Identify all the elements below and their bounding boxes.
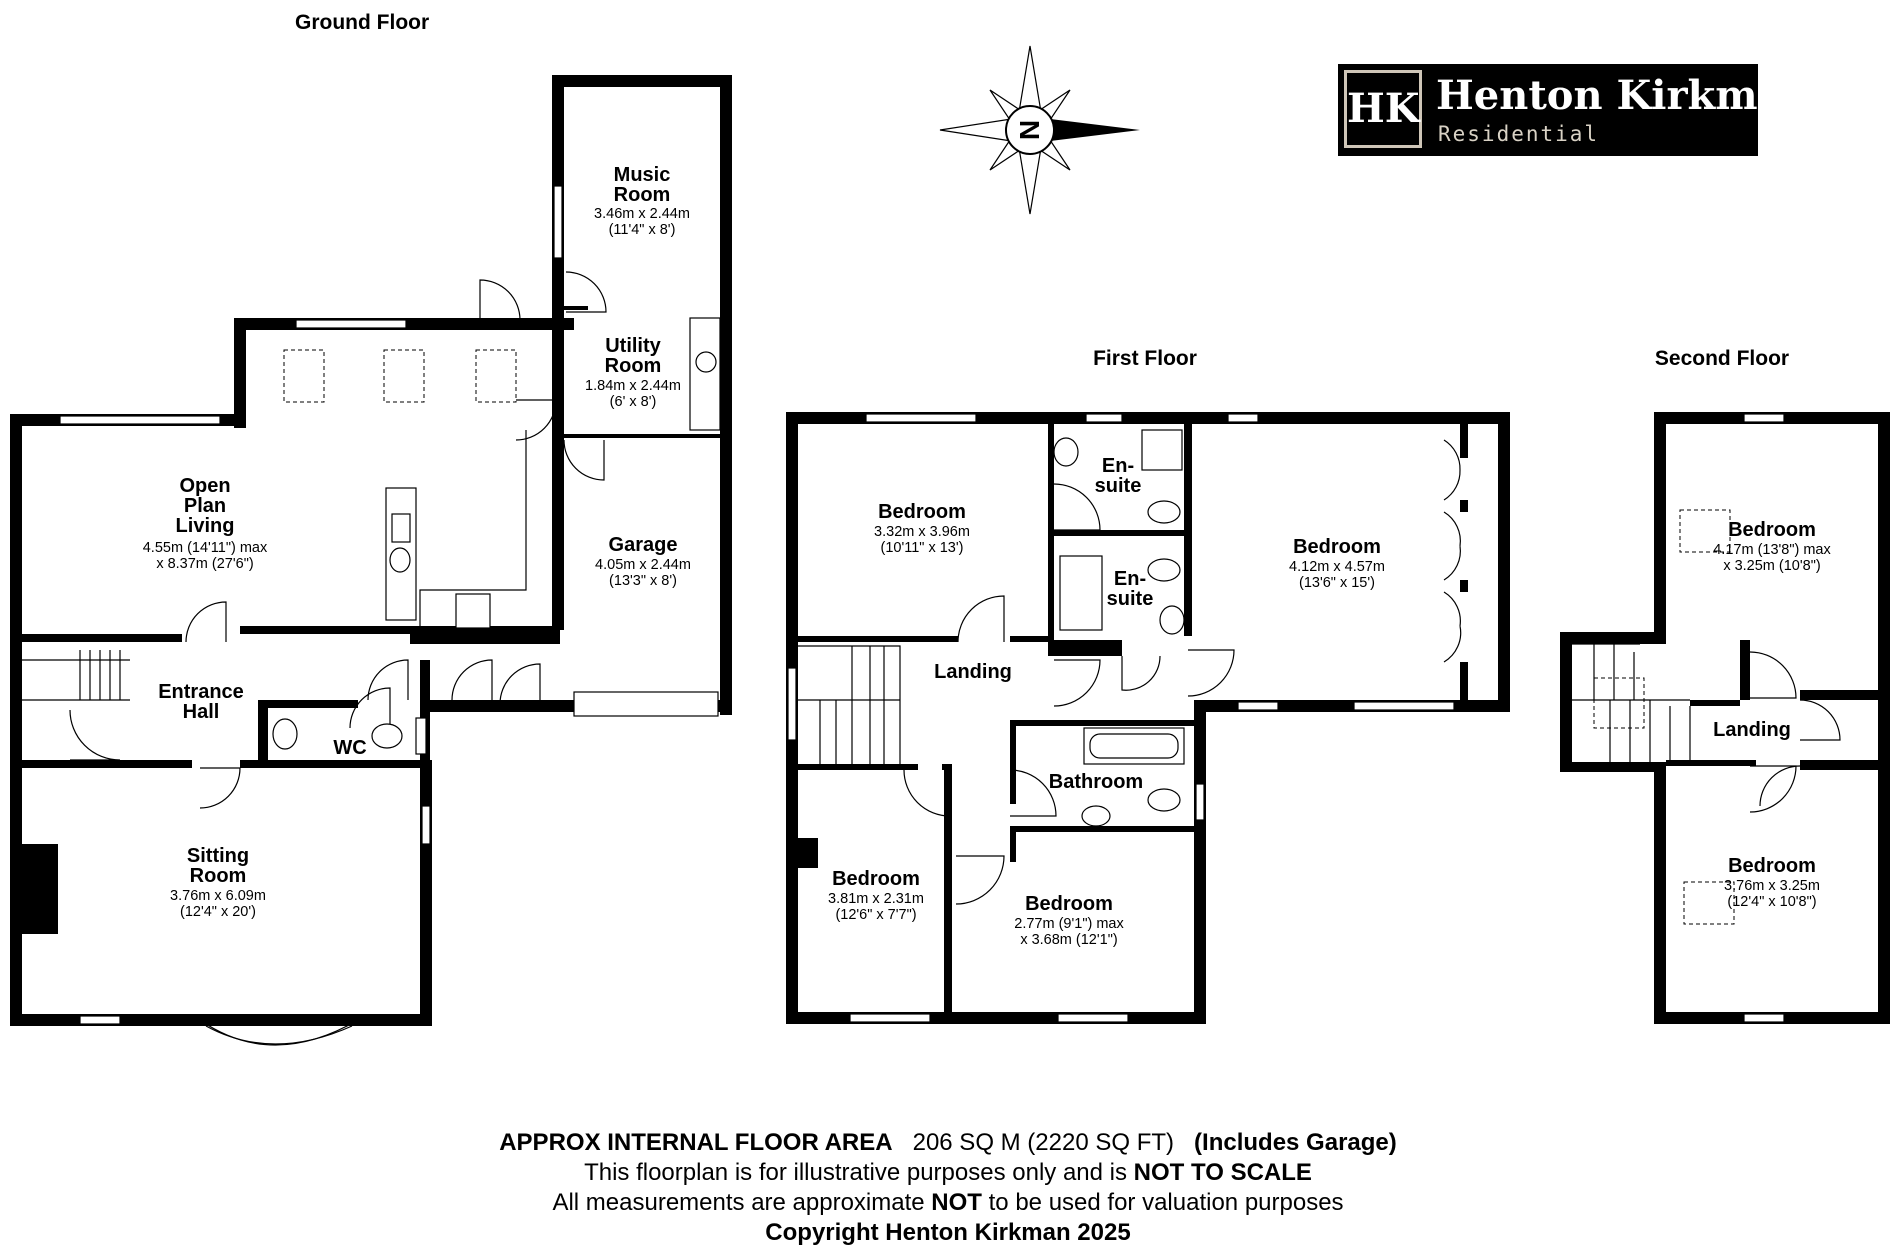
- s-landing-name: Landing: [1713, 719, 1791, 741]
- f-bedroom3-dim2: (12'6" x 7'7"): [835, 907, 916, 923]
- openplan-dim2: x 8.37m (27'6"): [156, 556, 253, 572]
- compass-north-label: N: [1014, 120, 1045, 140]
- valuation-text-b: to be used for valuation purposes: [988, 1189, 1344, 1216]
- first-floor-title: First Floor: [1093, 347, 1197, 370]
- f-bedroom2-name: Bedroom: [1293, 536, 1381, 558]
- openplan-name3: Living: [176, 515, 235, 537]
- garage-dim1: 4.05m x 2.44m: [595, 557, 691, 573]
- footer-area-line: APPROX INTERNAL FLOOR AREA 206 SQ M (222…: [0, 1128, 1896, 1158]
- footer-notes: APPROX INTERNAL FLOOR AREA 206 SQ M (222…: [0, 1128, 1896, 1248]
- s-bedroom1-name: Bedroom: [1728, 519, 1816, 541]
- area-value: 206 SQ M (2220 SQ FT): [912, 1129, 1175, 1156]
- s-bedroom1-dim2: x 3.25m (10'8"): [1723, 558, 1820, 574]
- logo-brand: Henton Kirkman: [1436, 72, 1813, 119]
- music-room-dim1: 3.46m x 2.44m: [594, 206, 690, 222]
- music-room-name1: Music: [614, 164, 671, 186]
- f-bedroom4-dim1: 2.77m (9'1") max: [1014, 916, 1124, 932]
- ground-fixtures: [22, 317, 721, 750]
- f-landing-name: Landing: [934, 661, 1012, 683]
- ground-doors: [69, 271, 607, 809]
- s-bedroom1-dim1: 4.17m (13'8") max: [1713, 542, 1831, 558]
- logo-sub: Residential: [1438, 122, 1600, 146]
- utility-room-dim2: (6' x 8'): [610, 394, 657, 410]
- bay-window: [199, 1019, 359, 1046]
- brand-logo: HK Henton Kirkman Residential: [1338, 64, 1813, 156]
- copyright: Copyright Henton Kirkman 2025: [765, 1219, 1131, 1246]
- garage-dim2: (13'3" x 8'): [609, 573, 677, 589]
- scale-emphasis: NOT TO SCALE: [1133, 1159, 1312, 1186]
- first-floor-doors: [903, 439, 1462, 905]
- f-bedroom3-dim1: 3.81m x 2.31m: [828, 891, 924, 907]
- s-bedroom2-dim2: (12'4" x 10'8"): [1727, 894, 1816, 910]
- f-bedroom2-dim1: 4.12m x 4.57m: [1289, 559, 1385, 575]
- f-ensuite1-name1: En-: [1102, 455, 1134, 477]
- compass-icon: N: [939, 45, 1140, 215]
- f-bedroom1-name: Bedroom: [878, 501, 966, 523]
- utility-room-name2: Room: [605, 355, 662, 377]
- utility-room-dim1: 1.84m x 2.44m: [585, 378, 681, 394]
- f-bedroom4-dim2: x 3.68m (12'1"): [1020, 932, 1117, 948]
- utility-room-name1: Utility: [605, 335, 661, 357]
- f-ensuite2-name2: suite: [1107, 588, 1154, 610]
- f-bedroom1-dim2: (10'11" x 13'): [881, 540, 964, 556]
- f-ensuite2-name1: En-: [1114, 568, 1146, 590]
- s-bedroom2-name: Bedroom: [1728, 855, 1816, 877]
- ground-floor-title: Ground Floor: [295, 11, 429, 34]
- entrance-hall-name1: Entrance: [158, 681, 244, 703]
- f-bedroom1-dim1: 3.32m x 3.96m: [874, 524, 970, 540]
- second-floor-windows: [1743, 413, 1785, 1023]
- ground-windows: [59, 185, 719, 1025]
- openplan-dim1: 4.55m (14'11") max: [143, 540, 268, 556]
- openplan-name1: Open: [179, 475, 230, 497]
- first-floor-windows: [787, 413, 1455, 1023]
- f-ensuite1-name2: suite: [1095, 475, 1142, 497]
- logo-mark: HK: [1344, 70, 1422, 148]
- garage-name: Garage: [609, 534, 678, 556]
- f-bedroom3-name: Bedroom: [832, 868, 920, 890]
- second-floor-doors: [1749, 651, 1841, 813]
- sitting-room-name2: Room: [190, 865, 247, 887]
- f-bathroom-name: Bathroom: [1049, 771, 1143, 793]
- first-floor-fixtures: [798, 429, 1185, 827]
- valuation-text-a: All measurements are approximate: [552, 1189, 925, 1216]
- f-bedroom2-dim2: (13'6" x 15'): [1299, 575, 1375, 591]
- music-room-name2: Room: [614, 184, 671, 206]
- openplan-name2: Plan: [184, 495, 226, 517]
- area-label: APPROX INTERNAL FLOOR AREA: [499, 1129, 893, 1156]
- footer-scale-line: This floorplan is for illustrative purpo…: [0, 1158, 1896, 1188]
- second-floor-title: Second Floor: [1655, 347, 1789, 370]
- area-note: (Includes Garage): [1194, 1129, 1397, 1156]
- scale-text: This floorplan is for illustrative purpo…: [584, 1159, 1127, 1186]
- s-bedroom2-dim1: 3.76m x 3.25m: [1724, 878, 1820, 894]
- wc-name: WC: [333, 737, 366, 759]
- second-floor-fixtures: [1572, 509, 1735, 925]
- music-room-dim2: (11'4" x 8'): [609, 222, 676, 238]
- sitting-room-name1: Sitting: [187, 845, 249, 867]
- footer-valuation-line: All measurements are approximate NOT to …: [0, 1188, 1896, 1218]
- entrance-hall-name2: Hall: [183, 701, 220, 723]
- f-bedroom4-name: Bedroom: [1025, 893, 1113, 915]
- sitting-room-dim1: 3.76m x 6.09m: [170, 888, 266, 904]
- second-floor-walls: [1560, 412, 1890, 1024]
- valuation-emphasis: NOT: [931, 1189, 982, 1216]
- sitting-room-dim2: (12'4" x 20'): [180, 904, 256, 920]
